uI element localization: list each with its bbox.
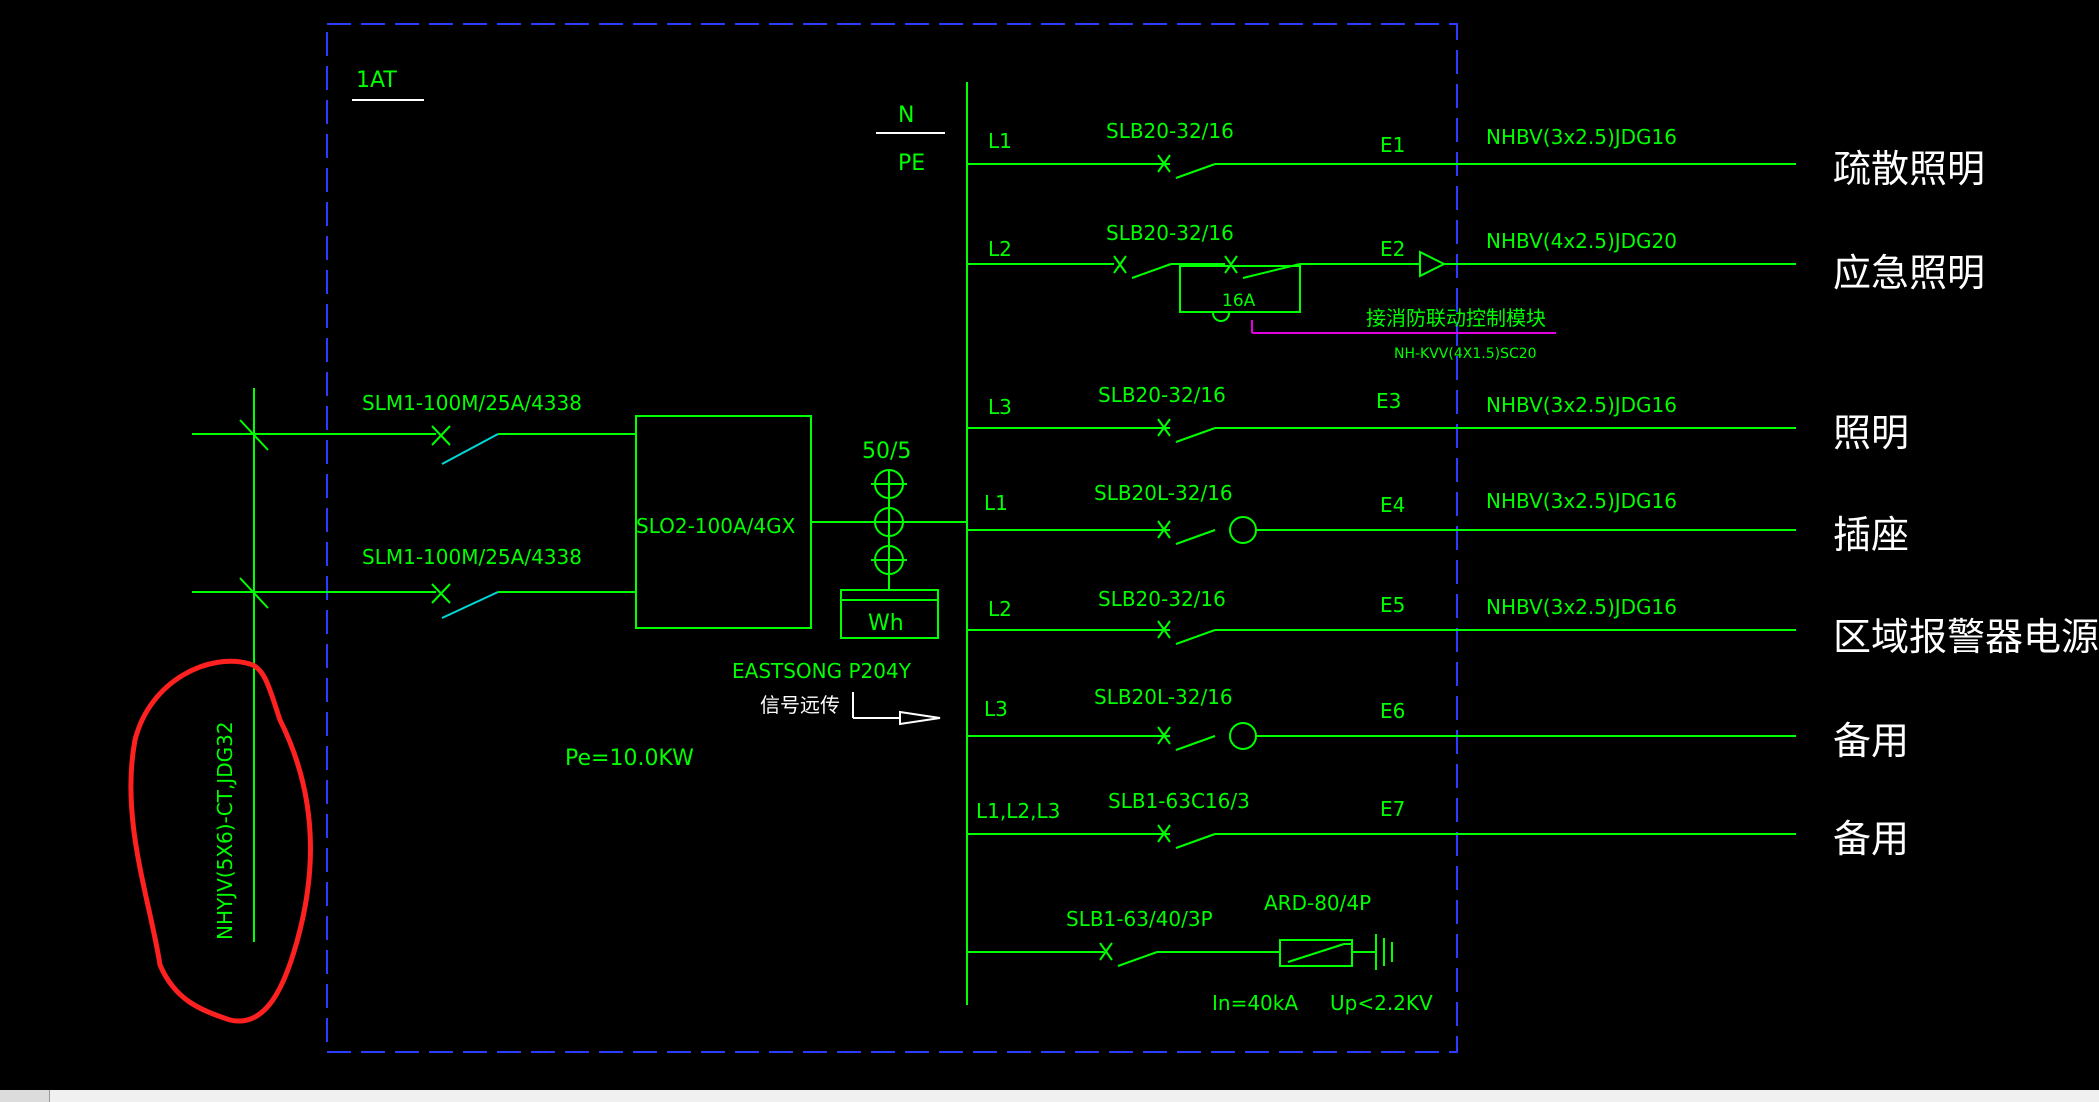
status-bar <box>0 1090 2099 1102</box>
circuit-e2-note: 接消防联动控制模块 <box>1366 306 1546 330</box>
circuit-e7-phase: L1,L2,L3 <box>976 799 1060 823</box>
red-annotation-circle <box>128 658 313 1024</box>
circuit-e1-cable: NHBV(3x2.5)JDG16 <box>1486 125 1677 149</box>
incoming-tick-2 <box>239 577 269 609</box>
circuit-e4-load: 插座 <box>1833 513 1909 557</box>
circuit-e7-id: E7 <box>1380 797 1405 821</box>
breaker-1-x-b <box>431 425 451 446</box>
incoming-tick-1 <box>239 419 269 451</box>
ct-ratio-label: 50/5 <box>862 439 911 464</box>
energy-meter-label: Wh <box>868 611 904 636</box>
circuit-e6-phase: L3 <box>984 697 1008 721</box>
circuit-e2-load: 应急照明 <box>1833 251 1985 295</box>
spd-model-label: ARD-80/4P <box>1264 891 1371 915</box>
spd-up-rating: Up<2.2KV <box>1330 991 1433 1015</box>
circuit-e3: L3 SLB20-32/16 E3 NHBV(3x2.5)JDG16 照明 <box>967 383 1909 455</box>
circuit-e4-cable: NHBV(3x2.5)JDG16 <box>1486 489 1677 513</box>
spd-branch: SLB1-63/40/3P ARD-80/4P In=40kA Up<2.2KV <box>967 891 1433 1015</box>
circuit-e6-breaker: SLB20L-32/16 <box>1094 685 1233 709</box>
incoming-cable-label: NHYJV(5X6)-CT,JDG32 <box>213 721 237 940</box>
remote-signal-label: 信号远传 <box>760 693 840 717</box>
pe-label: PE <box>898 151 925 176</box>
circuit-e3-breaker: SLB20-32/16 <box>1098 383 1226 407</box>
panel-enclosure-frame <box>326 23 1458 1053</box>
panel-name: 1AT <box>356 68 397 93</box>
breaker-1-blade <box>441 433 499 465</box>
circuit-e4: L1 SLB20L-32/16 E4 NHBV(3x2.5)JDG16 插座 <box>967 481 1909 557</box>
ats-label: SLO2-100A/4GX <box>636 514 796 538</box>
incoming-breaker-1-label: SLM1-100M/25A/4338 <box>362 391 582 415</box>
circuit-e2-note-cable: NH-KVV(4X1.5)SC20 <box>1394 346 1537 362</box>
layout-tab[interactable] <box>0 1090 50 1102</box>
circuit-e4-id: E4 <box>1380 493 1405 517</box>
circuit-e1-phase: L1 <box>988 129 1012 153</box>
circuit-e7-load: 备用 <box>1833 817 1909 861</box>
circuit-e5-phase: L2 <box>988 597 1012 621</box>
circuit-e5-cable: NHBV(3x2.5)JDG16 <box>1486 595 1677 619</box>
circuit-e7-breaker: SLB1-63C16/3 <box>1108 789 1250 813</box>
breaker-2-blade <box>441 591 499 619</box>
remote-signal-arrow-icon <box>852 692 941 726</box>
circuit-e4-phase: L1 <box>984 491 1008 515</box>
circuit-e1-load: 疏散照明 <box>1833 147 1985 191</box>
current-transformers <box>871 469 907 590</box>
circuit-e1-breaker: SLB20-32/16 <box>1106 119 1234 143</box>
energy-meter-box <box>840 589 939 639</box>
circuit-e2-cable: NHBV(4x2.5)JDG20 <box>1486 229 1677 253</box>
circuit-e5-breaker: SLB20-32/16 <box>1098 587 1226 611</box>
circuit-e1: L1 SLB20-32/16 E1 NHBV(3x2.5)JDG16 疏散照明 <box>967 119 1985 191</box>
circuit-e3-cable: NHBV(3x2.5)JDG16 <box>1486 393 1677 417</box>
circuit-e6-id: E6 <box>1380 699 1405 723</box>
circuit-e3-id: E3 <box>1376 389 1401 413</box>
breaker-2-x-b <box>431 583 451 604</box>
neutral-label: N <box>898 103 914 128</box>
circuit-e2-breaker: SLB20-32/16 <box>1106 221 1234 245</box>
circuit-e6-load: 备用 <box>1833 719 1909 763</box>
circuit-e2-phase: L2 <box>988 237 1012 261</box>
meter-model-label: EASTSONG P204Y <box>732 659 912 683</box>
spd-in-rating: In=40kA <box>1212 991 1298 1015</box>
circuit-e5-id: E5 <box>1380 593 1405 617</box>
circuit-e1-id: E1 <box>1380 133 1405 157</box>
circuit-e5-load: 区域报警器电源 <box>1833 615 2099 659</box>
circuit-e6: L3 SLB20L-32/16 E6 备用 <box>967 685 1909 763</box>
spd-breaker-label: SLB1-63/40/3P <box>1066 907 1213 931</box>
circuit-e3-phase: L3 <box>988 395 1012 419</box>
circuit-e3-load: 照明 <box>1833 411 1909 455</box>
circuit-e2-id: E2 <box>1380 237 1405 261</box>
circuit-e4-breaker: SLB20L-32/16 <box>1094 481 1233 505</box>
incoming-breaker-2-label: SLM1-100M/25A/4338 <box>362 545 582 569</box>
circuit-e2: L2 SLB20-32/16 E2 NHBV(4x2.5)JDG20 16A 接… <box>967 221 1985 362</box>
circuit-e7: L1,L2,L3 SLB1-63C16/3 E7 备用 <box>967 789 1909 861</box>
power-rating: Pe=10.0KW <box>565 746 694 771</box>
circuit-e5: L2 SLB20-32/16 E5 NHBV(3x2.5)JDG16 区域报警器… <box>967 587 2099 659</box>
circuit-e2-contactor: 16A <box>1222 291 1256 311</box>
